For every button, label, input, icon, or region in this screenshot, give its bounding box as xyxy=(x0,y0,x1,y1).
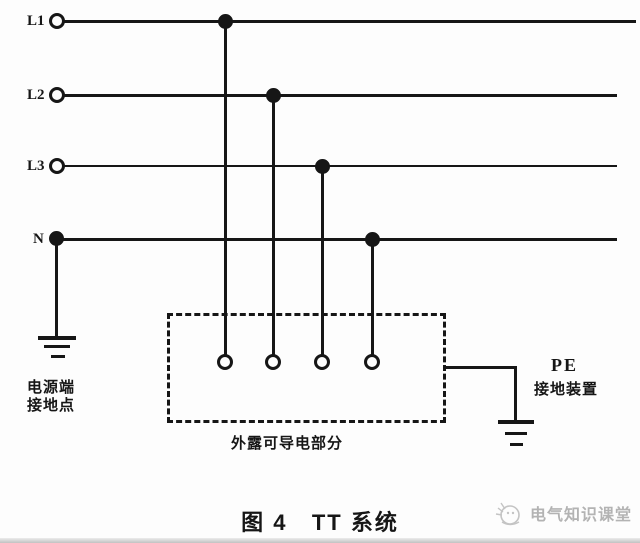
watermark: 电气知识课堂 xyxy=(492,498,632,528)
pe-earth-device-label: 接地装置 xyxy=(534,381,599,398)
equipment-terminal-l1-icon xyxy=(217,354,233,370)
bottom-shadow xyxy=(0,538,640,543)
conductor-line-l1 xyxy=(64,20,636,23)
pe-conductor-vertical xyxy=(514,366,517,422)
conductor-line-l2 xyxy=(64,94,617,97)
figure-caption: 图 4 TT 系统 xyxy=(241,510,399,535)
label-l1: L1 xyxy=(27,13,45,29)
equipment-terminal-n-icon xyxy=(364,354,380,370)
label-l2: L2 xyxy=(27,87,45,103)
label-n: N xyxy=(33,231,44,247)
watermark-logo-icon xyxy=(495,502,520,526)
exposed-conductive-parts-box xyxy=(167,313,446,423)
exposed-parts-label: 外露可导电部分 xyxy=(231,435,344,452)
source-terminal-l1-icon xyxy=(49,13,65,29)
junction-dot-n-source xyxy=(49,231,64,246)
tap-line-l1 xyxy=(224,21,227,355)
watermark-text: 电气知识课堂 xyxy=(530,507,633,524)
equipment-terminal-l2-icon xyxy=(265,354,281,370)
equipment-terminal-l3-icon xyxy=(314,354,330,370)
source-terminal-l3-icon xyxy=(49,158,65,174)
conductor-line-n xyxy=(57,238,617,241)
pe-label: PE xyxy=(551,355,579,375)
label-l3: L3 xyxy=(27,158,45,174)
source-earth-lead xyxy=(55,239,58,338)
tap-line-l3 xyxy=(321,166,324,355)
tap-line-l2 xyxy=(272,95,275,355)
pe-conductor-horizontal xyxy=(445,366,517,369)
tap-line-n xyxy=(371,239,374,355)
source-earth-label-line1: 电源端 xyxy=(27,379,76,396)
source-terminal-l2-icon xyxy=(49,87,65,103)
conductor-line-l3 xyxy=(64,165,617,167)
source-earth-label-line2: 接地点 xyxy=(27,397,76,414)
